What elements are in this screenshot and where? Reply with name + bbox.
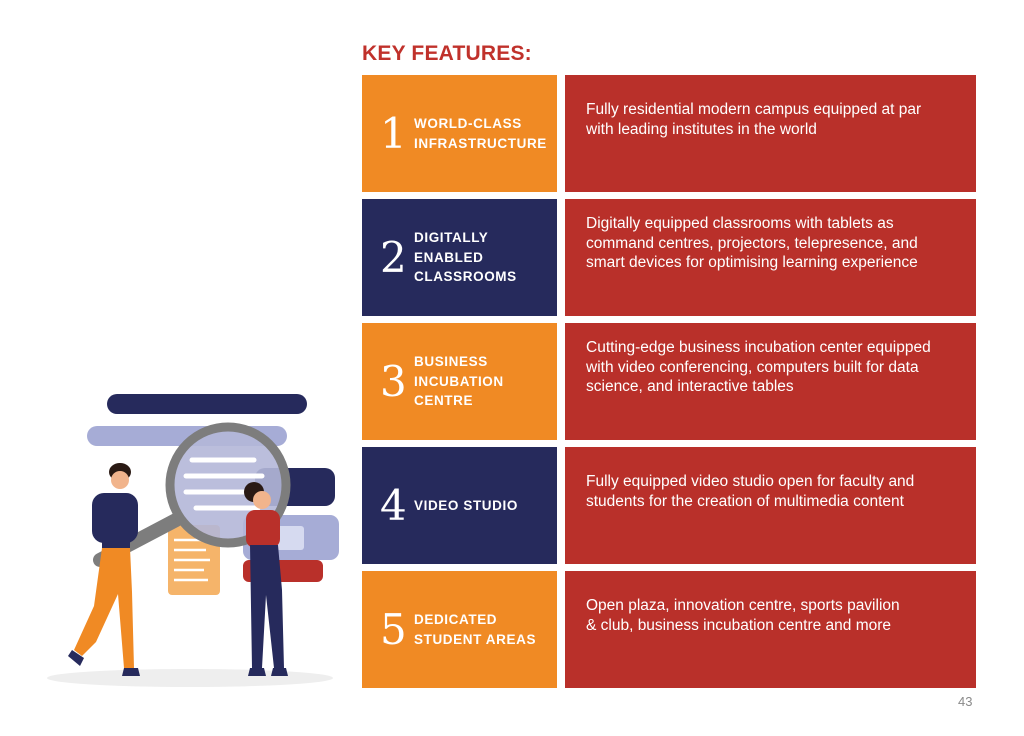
page-number: 43 [958, 694, 973, 709]
feature-description-box: Open plaza, innovation centre, sports pa… [565, 571, 976, 688]
people-with-magnifying-glass-illustration [47, 394, 339, 687]
feature-number-box: 5 DEDICATED STUDENT AREAS [362, 571, 557, 688]
feature-row-4: 4 VIDEO STUDIO Fully equipped video stud… [362, 447, 976, 564]
feature-row-1: 1 WORLD-CLASS INFRASTRUCTURE Fully resid… [362, 75, 976, 192]
feature-number-box: 1 WORLD-CLASS INFRASTRUCTURE [362, 75, 557, 192]
feature-description: Digitally equipped classrooms with table… [586, 215, 918, 272]
feature-number-box: 3 BUSINESS INCUBATION CENTRE [362, 323, 557, 440]
feature-row-3: 3 BUSINESS INCUBATION CENTRE Cutting-edg… [362, 323, 976, 440]
feature-description: Fully residential modern campus equipped… [586, 101, 922, 138]
feature-title: DEDICATED STUDENT AREAS [414, 612, 537, 647]
feature-number: 1 [380, 108, 407, 158]
feature-title: WORLD-CLASS INFRASTRUCTURE [414, 116, 547, 151]
feature-description-box: Fully equipped video studio open for fac… [565, 447, 976, 564]
feature-title: BUSINESS INCUBATION CENTRE [414, 354, 504, 409]
feature-number: 5 [380, 604, 407, 654]
feature-description: Open plaza, innovation centre, sports pa… [586, 597, 900, 634]
feature-description: Fully equipped video studio open for fac… [586, 473, 915, 510]
feature-row-2: 2 DIGITALLY ENABLED CLASSROOMS Digitally… [362, 199, 976, 316]
feature-number: 2 [380, 232, 407, 282]
feature-number-box: 2 DIGITALLY ENABLED CLASSROOMS [362, 199, 557, 316]
feature-description-box: Fully residential modern campus equipped… [565, 75, 976, 192]
feature-number: 4 [380, 480, 407, 530]
page-heading: KEY FEATURES: [362, 42, 532, 65]
feature-number-box: 4 VIDEO STUDIO [362, 447, 557, 564]
feature-row-5: 5 DEDICATED STUDENT AREAS Open plaza, in… [362, 571, 976, 688]
feature-description-box: Digitally equipped classrooms with table… [565, 199, 976, 316]
feature-description: Cutting-edge business incubation center … [586, 339, 931, 396]
feature-description-box: Cutting-edge business incubation center … [565, 323, 976, 440]
feature-number: 3 [380, 356, 407, 406]
feature-title: VIDEO STUDIO [414, 497, 518, 513]
feature-title: DIGITALLY ENABLED CLASSROOMS [414, 230, 517, 285]
